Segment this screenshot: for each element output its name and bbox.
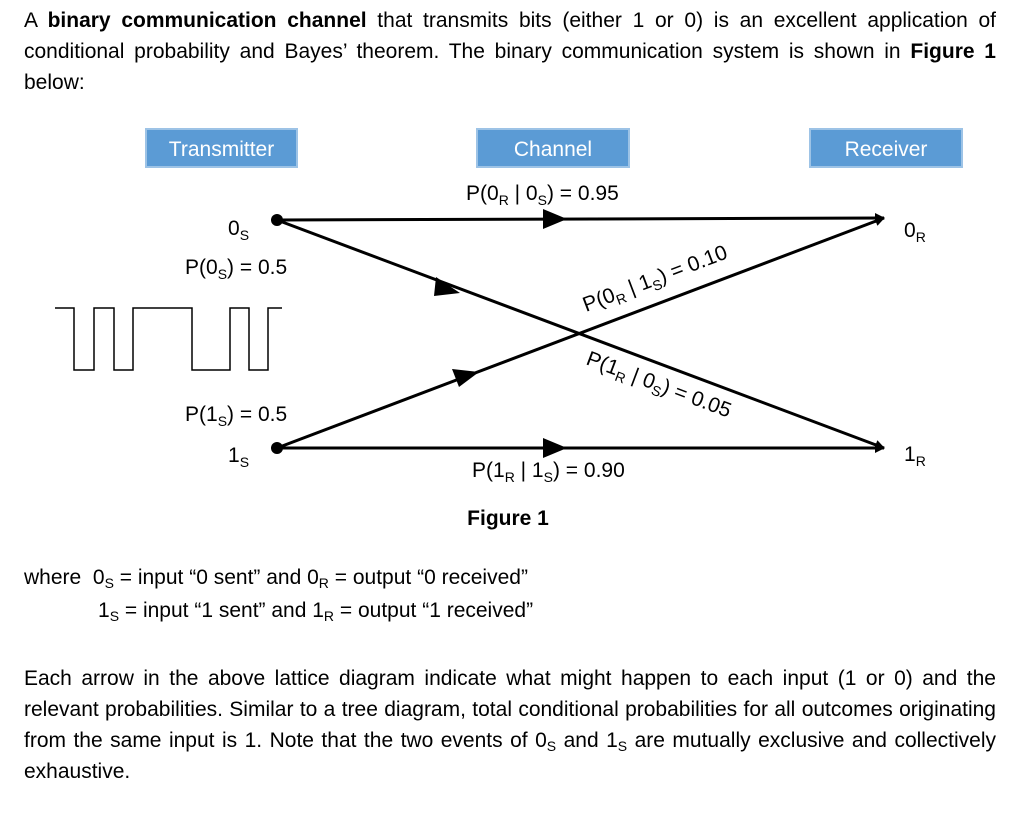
channel-label: Channel [514,138,592,161]
intro-paragraph: A binary communication channel that tran… [24,5,996,98]
definition-row-0: where 0S = input “0 sent” and 0R = outpu… [24,566,528,591]
where-lead: where [24,566,82,589]
channel-box: Channel [476,128,630,168]
intro-text-2: that transmits bits (either 1 or 0) is a… [24,9,996,63]
outro-text-3: are mutually exclusive and collectively … [24,729,996,783]
receiver-box: Receiver [809,128,963,168]
intro-text-1: A [24,9,48,32]
binary-signal-waveform-icon [55,307,282,371]
edge-label-cross-up: P(0R | 1S) = 0.10 [580,241,732,320]
outro-text-1: Each arrow in the above lattice diagram … [24,667,996,752]
definition-row-1: 1S = input “1 sent” and 1R = output “1 r… [98,599,534,624]
transmitter-box: Transmitter [145,128,298,168]
prior-0s-label: P(0S) = 0.5 [185,256,287,282]
node-0s-dot [271,214,283,226]
intro-figure-ref: Figure 1 [910,40,996,63]
node-1s-dot [271,442,283,454]
edge-label-top: P(0R | 0S) = 0.95 [466,182,619,208]
node-1r-label: 1R [904,443,926,469]
definitions-block: where 0S = input “0 sent” and 0R = outpu… [24,561,533,627]
intro-bold-term: binary communication channel [47,9,367,32]
edge-1s-to-0r [276,216,885,450]
figure-caption: Figure 1 [467,507,549,530]
outro-text-2: and 1 [556,729,618,752]
edge-0s-to-1r-arrow-icon [434,277,460,296]
edge-label-cross-down: P(1R | 0S) = 0.05 [582,347,734,425]
node-0r-label: 0R [904,219,926,245]
edge-label-bottom: P(1R | 1S) = 0.90 [472,459,625,485]
outro-paragraph: Each arrow in the above lattice diagram … [24,667,996,783]
edge-1s-to-0r-arrow-icon [452,369,479,387]
intro-text-3: below: [24,71,85,94]
edge-0s-to-0r [276,213,885,224]
channel-diagram: Transmitter Channel Receiver 0S 1S 0R 1R… [55,128,963,530]
edge-1s-to-1r-arrow-icon [543,438,567,458]
node-1s-label: 1S [228,444,249,470]
edge-0s-to-0r-arrow-icon [543,209,567,229]
transmitter-label: Transmitter [169,138,274,161]
node-0s-label: 0S [228,217,249,243]
prior-1s-label: P(1S) = 0.5 [185,403,287,429]
receiver-label: Receiver [845,138,928,161]
